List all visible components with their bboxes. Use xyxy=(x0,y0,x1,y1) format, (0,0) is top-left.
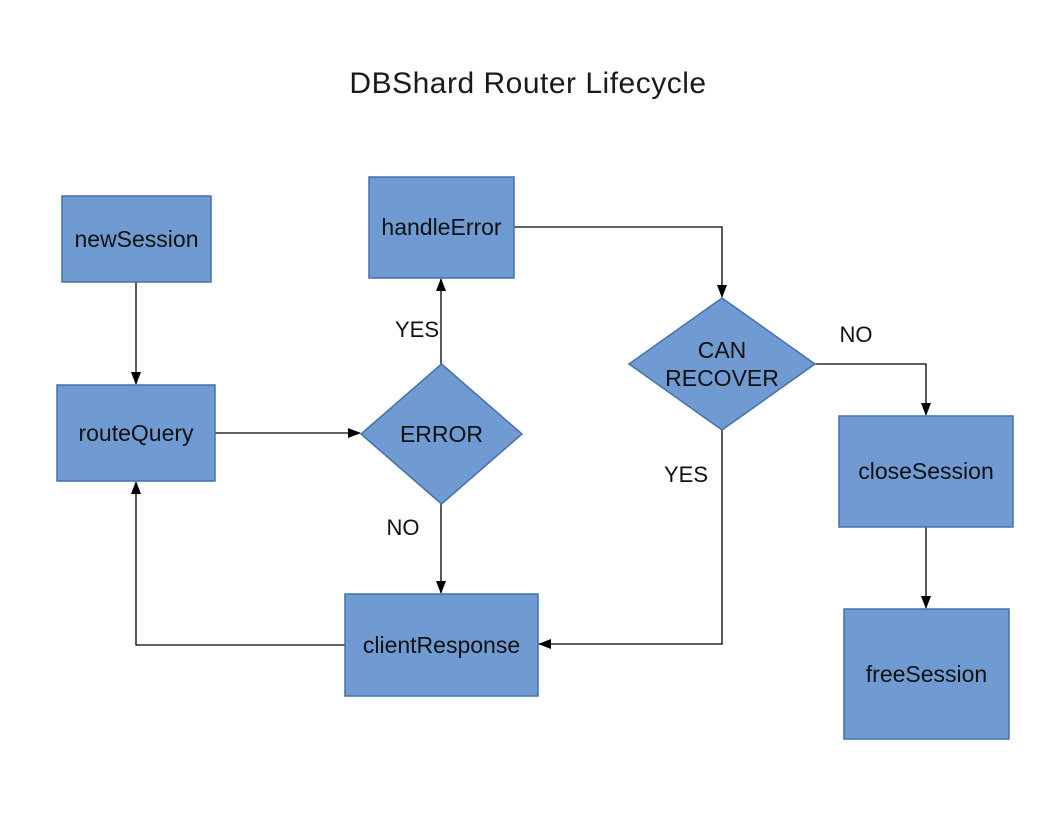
node-freeSession-rect xyxy=(843,608,1010,740)
edge-clientResponse-to-routeQuery xyxy=(131,481,345,646)
node-newSession-rect xyxy=(61,195,212,283)
node-closeSession-rect xyxy=(838,415,1014,528)
edge-layer xyxy=(131,226,931,649)
diagram-title: DBShard Router Lifecycle xyxy=(349,67,707,100)
node-handleError-rect xyxy=(368,176,515,279)
edge-canRecover-to-clientResponse xyxy=(538,430,723,649)
node-layer xyxy=(56,176,1014,740)
node-error-diamond xyxy=(359,363,524,505)
node-canRecover-diamond xyxy=(627,297,817,431)
node-routeQuery-rect xyxy=(56,384,216,482)
edge-handleError-to-canRecover xyxy=(514,226,727,298)
edge-canRecover-to-closeSession xyxy=(815,363,931,416)
node-clientResponse-rect xyxy=(344,593,539,697)
